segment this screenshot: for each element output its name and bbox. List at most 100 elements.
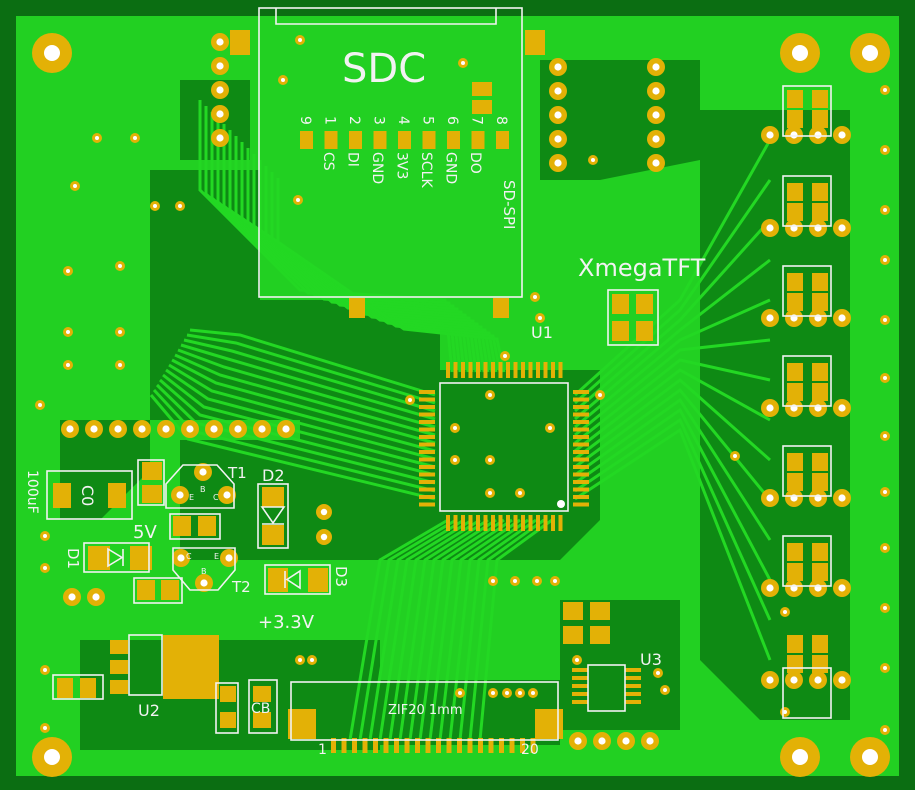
qfp-pad <box>506 515 510 531</box>
drill-hole <box>766 494 774 502</box>
qfp-pad <box>461 362 465 378</box>
t1-outline <box>165 464 235 509</box>
smd-pad <box>787 203 803 221</box>
drill-hole <box>505 691 509 695</box>
smd-pad <box>308 568 328 592</box>
ic-pad <box>572 692 588 696</box>
qfp-pad <box>521 515 525 531</box>
qfp-pad <box>513 362 518 378</box>
drill-hole <box>883 258 887 262</box>
zif-pin <box>446 738 452 753</box>
drill-hole <box>883 208 887 212</box>
rail-5v-label: 5V <box>133 522 157 543</box>
drill-hole <box>838 314 846 322</box>
drill-hole <box>733 454 737 458</box>
drill-hole <box>95 136 99 140</box>
sd-pin-number: 8 <box>493 116 509 125</box>
drill-hole <box>883 318 887 322</box>
drill-hole <box>598 737 606 745</box>
d1-outline <box>83 542 150 573</box>
trace <box>252 154 490 373</box>
trace <box>149 394 436 501</box>
drill-hole <box>503 354 507 358</box>
sd-pin-pad <box>349 131 362 149</box>
drill-hole <box>652 63 660 71</box>
drill-hole <box>553 579 557 583</box>
sd-pin-pad <box>471 131 485 149</box>
u1-label: U1 <box>531 323 553 342</box>
drill-hole <box>814 131 822 139</box>
drill-hole <box>118 330 122 334</box>
ic-pad <box>625 700 641 704</box>
drill-hole <box>575 658 579 662</box>
qfp-pad <box>498 515 503 531</box>
qfp-pad <box>573 442 589 447</box>
drill-hole <box>790 676 798 684</box>
sd-pad <box>472 100 492 114</box>
smd-pad <box>110 640 128 654</box>
drill-hole <box>199 468 207 476</box>
zif-pin <box>467 738 473 753</box>
smd-pad <box>812 655 828 673</box>
qfp-pad <box>453 362 458 378</box>
sd-card-label: SDC <box>342 46 426 92</box>
ic-pad <box>572 668 588 672</box>
sd-spi-label: SD-SPI <box>500 180 518 229</box>
drill-hole <box>766 584 774 592</box>
trace <box>183 338 436 413</box>
smd-pad <box>787 655 803 673</box>
trace <box>448 518 529 741</box>
qfp-pad <box>419 472 435 477</box>
trace <box>270 172 502 373</box>
u2-label: U2 <box>138 701 160 720</box>
drill-hole <box>298 38 302 42</box>
drill-hole <box>883 148 887 152</box>
drill-hole <box>118 363 122 367</box>
ic-pad <box>625 668 641 672</box>
cb-outline <box>248 679 278 734</box>
u3-outline <box>587 664 626 712</box>
drill-hole <box>838 494 846 502</box>
qfp-pad <box>419 397 435 402</box>
qfp-pad <box>543 362 548 378</box>
qfp-pad <box>419 390 435 394</box>
drill-hole <box>216 86 224 94</box>
sd-pin-pad <box>300 131 313 149</box>
trace <box>574 298 771 429</box>
sd-pin-number: 4 <box>395 116 411 125</box>
trace <box>573 139 772 397</box>
drill-hole <box>548 426 552 430</box>
drill-hole <box>92 593 100 601</box>
trace <box>168 363 436 453</box>
zif-pin <box>499 738 504 753</box>
qfp-pad <box>419 442 435 447</box>
drill-hole <box>223 491 231 499</box>
drill-hole <box>838 676 846 684</box>
drill-hole <box>652 87 660 95</box>
drill-hole <box>66 425 74 433</box>
qfp-pad <box>573 420 589 424</box>
qfp-pad <box>573 480 589 484</box>
drill-hole <box>792 749 808 765</box>
smd-pad <box>57 678 73 698</box>
smd-pad <box>812 543 828 561</box>
u3-label: U3 <box>640 650 662 669</box>
trace <box>186 333 436 405</box>
drill-hole <box>118 264 122 268</box>
drill-hole <box>792 45 808 61</box>
drill-hole <box>838 584 846 592</box>
cb-label: CB <box>251 701 270 717</box>
smd-pad <box>268 568 288 592</box>
qfp-pad <box>573 435 589 439</box>
ic-pad <box>572 676 588 680</box>
drill-hole <box>783 710 787 714</box>
zif-pin <box>352 738 357 753</box>
trace <box>574 258 771 421</box>
qfp-pad <box>573 450 589 454</box>
sd-pin-name: DI <box>345 152 361 167</box>
zif-pin <box>488 738 494 753</box>
d2-label: D2 <box>262 466 285 485</box>
qfp-pad <box>528 515 533 531</box>
sd-pin-name: 3V3 <box>394 152 410 179</box>
drill-hole <box>591 158 595 162</box>
